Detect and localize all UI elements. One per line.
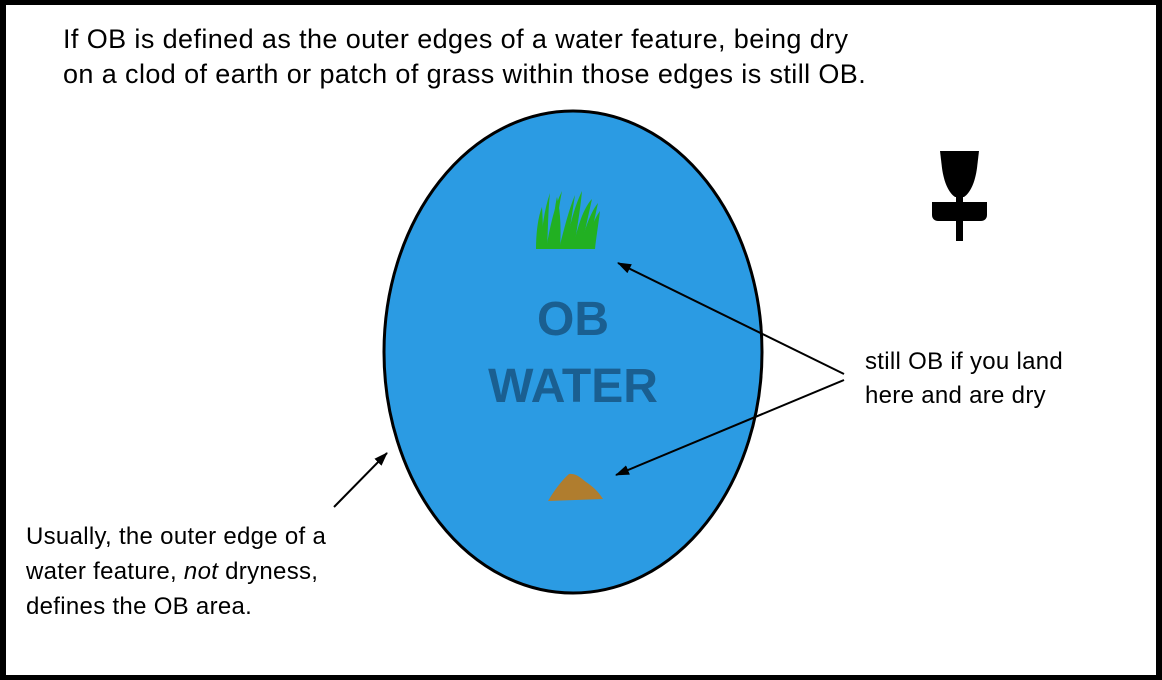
- headline-line-2: on a clod of earth or patch of grass wit…: [63, 59, 867, 89]
- dirt-clod-icon: [548, 473, 603, 501]
- callout-outer-edge-line-2-emph: not: [183, 558, 219, 585]
- ob-water-area: [382, 109, 764, 595]
- arrow-to-dirt: [615, 379, 845, 476]
- callout-still-ob-line-1: still OB if you land: [865, 348, 1064, 375]
- callout-still-ob-line-2: here and are dry: [865, 382, 1046, 409]
- callout-outer-edge-line-2: water feature, not dryness,: [26, 554, 426, 589]
- headline-line-1: If OB is defined as the outer edges of a…: [63, 24, 849, 54]
- ob-water-label-line-1: OB: [537, 293, 609, 346]
- grass-icon: [536, 191, 600, 249]
- arrow-to-edge: [333, 452, 388, 508]
- callout-outer-edge-line-2-pre: water feature,: [26, 558, 184, 585]
- ob-water-label: OB WATER: [488, 293, 658, 413]
- diagram-canvas: If OB is defined as the outer edges of a…: [6, 5, 1156, 675]
- callout-outer-edge-line-3: defines the OB area.: [26, 593, 253, 620]
- disc-golf-basket-icon: [932, 151, 987, 241]
- headline: If OB is defined as the outer edges of a…: [63, 22, 1063, 92]
- diagram-svg: OB WATER: [333, 109, 987, 595]
- callout-still-ob: still OB if you land here and are dry: [865, 345, 1145, 413]
- arrow-to-grass: [617, 262, 845, 375]
- callout-outer-edge-line-2-post: dryness,: [218, 558, 319, 585]
- callout-outer-edge: Usually, the outer edge of a water featu…: [26, 519, 426, 624]
- callout-outer-edge-line-1: Usually, the outer edge of a: [26, 523, 327, 550]
- ob-water-label-line-2: WATER: [488, 360, 658, 413]
